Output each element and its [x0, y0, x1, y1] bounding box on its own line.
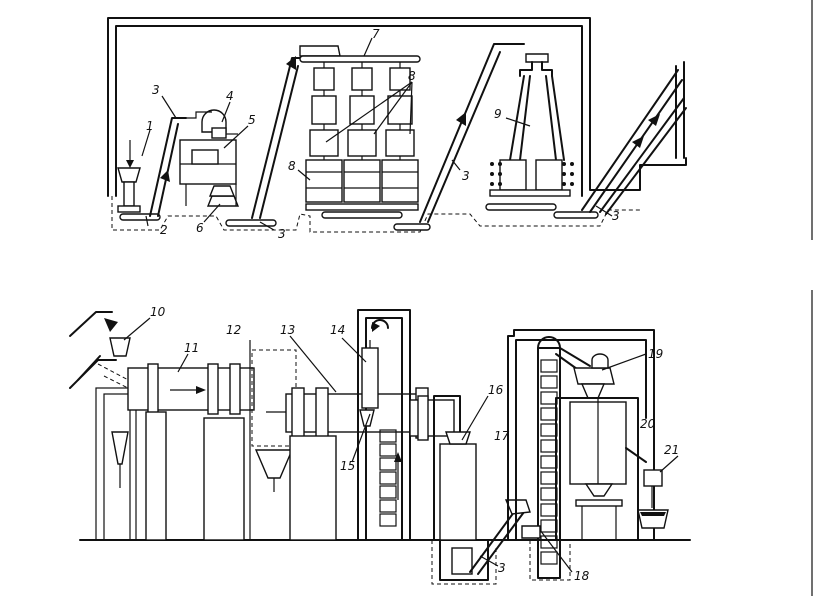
mixer-stack-1 — [305, 62, 343, 203]
label-6: 6 — [196, 221, 204, 235]
belt-conveyor-2 — [119, 213, 161, 221]
dosing-hopper-19 — [573, 353, 615, 399]
label-13: 13 — [280, 323, 295, 337]
inclined-conveyor-3b — [225, 56, 301, 227]
label-3d: 3 — [612, 209, 620, 223]
mixer-tanks-8 — [305, 62, 419, 219]
inclined-conveyor-3f — [469, 499, 531, 575]
label-3c: 3 — [462, 169, 470, 183]
press-dots — [490, 162, 574, 186]
label-9: 9 — [494, 107, 502, 121]
press-9 — [485, 53, 574, 211]
label-8b: 8 — [288, 159, 296, 173]
inclined-conveyor-3a — [149, 117, 187, 217]
feed-chute-10 — [69, 311, 137, 393]
label-12: 12 — [226, 323, 241, 337]
label-4: 4 — [226, 89, 234, 103]
label-20: 20 — [640, 417, 656, 431]
bucket-elevator-right — [521, 336, 571, 581]
right-elevator-buckets — [540, 359, 558, 565]
label-3e: 3 — [498, 561, 506, 575]
inclined-conveyor-3c — [393, 43, 525, 231]
inclined-conveyor-3d — [553, 69, 687, 219]
label-8a: 8 — [408, 69, 416, 83]
number-labels: 1 2 3 4 5 6 3 7 8 8 9 3 3 10 11 12 13 14… — [146, 27, 679, 583]
label-10: 10 — [150, 305, 166, 319]
label-5: 5 — [248, 113, 256, 127]
bucket-elevator-14 — [357, 309, 411, 541]
label-15: 15 — [340, 459, 355, 473]
bottom-scheme — [69, 309, 691, 585]
bagging-unit-21 — [637, 469, 669, 529]
mixer-stack-3 — [381, 62, 419, 203]
label-11: 11 — [184, 341, 199, 355]
top-floor-pit — [111, 196, 640, 233]
leader-lines — [123, 37, 679, 573]
label-1: 1 — [146, 119, 154, 133]
dust-cyclone-left — [95, 387, 137, 541]
label-18: 18 — [574, 569, 590, 583]
crusher-6 — [185, 184, 240, 207]
duct-12 — [249, 340, 297, 540]
label-3a: 3 — [152, 83, 160, 97]
elevator-buckets — [379, 429, 397, 527]
distributor-7 — [299, 45, 421, 63]
label-16: 16 — [488, 383, 504, 397]
label-17: 17 — [494, 429, 510, 443]
storage-tank-20 — [555, 397, 647, 541]
label-2: 2 — [160, 223, 168, 237]
bottom-building-outline — [507, 329, 655, 541]
label-14: 14 — [330, 323, 345, 337]
label-19: 19 — [648, 347, 663, 361]
hopper-feeder — [117, 140, 141, 213]
label-3b: 3 — [278, 227, 286, 241]
separator-unit-4-5 — [179, 109, 238, 185]
label-21: 21 — [664, 443, 679, 457]
transfer-drum — [409, 395, 455, 441]
label-7: 7 — [372, 27, 380, 41]
mixer-stack-2 — [343, 62, 381, 203]
top-scheme — [107, 17, 687, 233]
rotary-drum-11 — [127, 363, 255, 541]
